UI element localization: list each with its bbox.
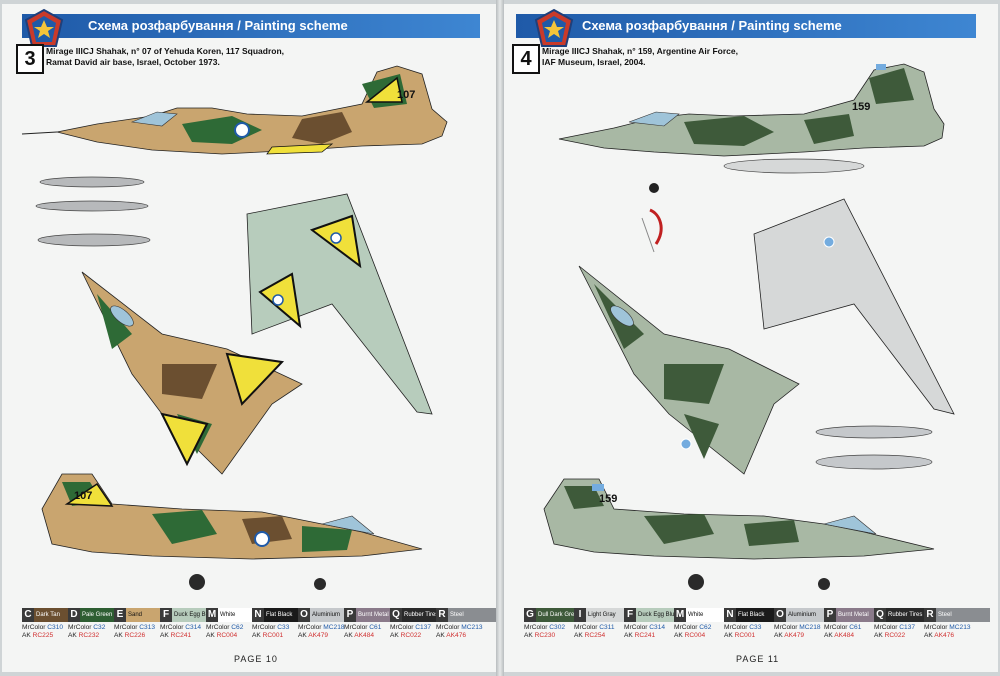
ak-ref: AK RC241 (160, 632, 192, 639)
mirage-side-profile-upper (558, 63, 945, 174)
color-code: F (160, 608, 172, 622)
mrcolor-ref: MrColor C61 (824, 624, 862, 631)
color-code: G (524, 608, 536, 622)
profile-number: 4 (512, 44, 540, 74)
ak-ref: AK RC225 (22, 632, 54, 639)
page-number: PAGE 11 (736, 654, 780, 664)
color-code: Q (390, 608, 402, 622)
mrcolor-ref: MrColor C314 (624, 624, 666, 631)
tail-code-upper: 159 (852, 101, 870, 113)
color-code: D (68, 608, 80, 622)
color-code: E (114, 608, 126, 622)
mrcolor-ref: MrColor C137 (874, 624, 916, 631)
mrcolor-ref: MrColor MC213 (924, 624, 971, 631)
color-code: I (574, 608, 586, 622)
mrcolor-ref: MrColor MC218 (298, 624, 345, 631)
color-code: M (674, 608, 686, 622)
ak-ref: AK RC004 (206, 632, 238, 639)
ak-ref: AK AK476 (924, 632, 955, 639)
ak-ref: AK RC232 (68, 632, 100, 639)
book-gutter (496, 0, 504, 676)
mrcolor-ref: MrColor C33 (252, 624, 290, 631)
mrcolor-ref: MrColor C62 (674, 624, 712, 631)
ak-ref: AK AK476 (436, 632, 467, 639)
mrcolor-ref: MrColor C313 (114, 624, 156, 631)
mrcolor-ref: MrColor MC218 (774, 624, 821, 631)
color-code: O (298, 608, 310, 622)
page-header: Схема розфарбування / Painting scheme (516, 14, 976, 38)
ak-ref: AK RC022 (390, 632, 422, 639)
mirage-top-view (81, 271, 303, 475)
mrcolor-ref: MrColor C314 (160, 624, 202, 631)
ak-ref: AK RC001 (724, 632, 756, 639)
ak-ref: AK AK484 (824, 632, 855, 639)
color-name: Steel (936, 608, 990, 622)
color-code: F (624, 608, 636, 622)
color-code: N (724, 608, 736, 622)
left-page: Схема розфарбування / Painting scheme 3 … (2, 4, 502, 672)
mirage-side-profile-lower (543, 478, 935, 590)
color-code: R (924, 608, 936, 622)
mrcolor-ref: MrColor C137 (390, 624, 432, 631)
right-page: Схема розфарбування / Painting scheme 4 … (504, 4, 998, 672)
mrcolor-ref: MrColor C302 (524, 624, 566, 631)
ak-ref: AK AK479 (298, 632, 329, 639)
color-code: Q (874, 608, 886, 622)
tail-code-lower: 107 (74, 490, 92, 502)
ak-ref: AK AK479 (774, 632, 805, 639)
mrcolor-ref: MrColor MC213 (436, 624, 483, 631)
caption-line2: Ramat David air base, Israel, October 19… (46, 57, 220, 67)
color-code: C (22, 608, 34, 622)
mrcolor-ref: MrColor C61 (344, 624, 382, 631)
ak-ref: AK RC226 (114, 632, 146, 639)
left-drawings: 107 (21, 65, 448, 590)
caption-line1: Mirage IIICJ Shahak, n° 159, Argentine A… (542, 46, 738, 56)
color-code: R (436, 608, 448, 622)
ak-ref: AK RC254 (574, 632, 606, 639)
color-code: P (824, 608, 836, 622)
color-code: M (206, 608, 218, 622)
page-header: Схема розфарбування / Painting scheme (22, 14, 480, 38)
color-code: P (344, 608, 356, 622)
mirage-top-view (578, 265, 800, 475)
mirage-underside-view (246, 193, 433, 415)
ak-ref: AK RC004 (674, 632, 706, 639)
profile-number: 3 (16, 44, 44, 74)
ak-ref: AK RC022 (874, 632, 906, 639)
mirage-underside-view (753, 198, 955, 415)
detail-callout (641, 183, 663, 253)
ak-ref: AK AK484 (344, 632, 375, 639)
mrcolor-ref: MrColor C310 (22, 624, 64, 631)
modelsvit-logo-icon (24, 8, 64, 47)
mrcolor-ref: MrColor C62 (206, 624, 244, 631)
page-number: PAGE 10 (234, 654, 278, 664)
mirage-side-profile-upper (21, 65, 448, 155)
caption-line2: IAF Museum, Israel, 2004. (542, 57, 646, 67)
mrcolor-ref: MrColor C32 (68, 624, 106, 631)
ak-ref: AK RC241 (624, 632, 656, 639)
drop-tanks (35, 176, 151, 247)
modelsvit-logo-icon (534, 8, 574, 47)
right-drawings: 159 (543, 63, 955, 590)
ak-ref: AK RC001 (252, 632, 284, 639)
color-code: O (774, 608, 786, 622)
color-name: Steel (448, 608, 502, 622)
ak-ref: AK RC230 (524, 632, 556, 639)
mirage-side-profile-lower (41, 473, 423, 590)
mrcolor-ref: MrColor C33 (724, 624, 762, 631)
external-stores (815, 425, 933, 470)
color-code: N (252, 608, 264, 622)
tail-code-lower: 159 (599, 493, 617, 505)
tail-code-upper: 107 (397, 89, 415, 101)
caption-line1: Mirage IIICJ Shahak, n° 07 of Yehuda Kor… (46, 46, 285, 56)
mrcolor-ref: MrColor C311 (574, 624, 615, 631)
